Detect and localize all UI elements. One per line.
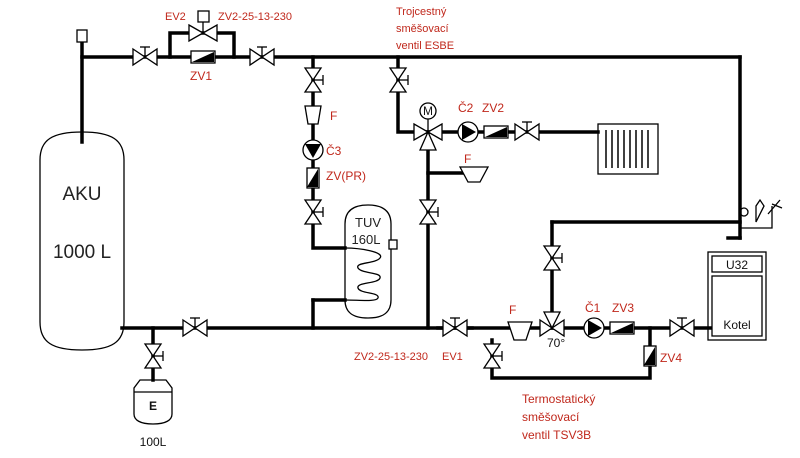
ball-valves-horizontal <box>132 46 695 338</box>
ev2-model-label: ZV2-25-13-230 <box>218 11 292 23</box>
aku-volume: 1000 L <box>53 242 111 263</box>
pump-c1 <box>583 317 605 339</box>
tsv-label-line2: směšovací <box>522 410 580 424</box>
ev1-label: EV1 <box>442 351 463 363</box>
zv-pr-check-valve <box>306 167 320 189</box>
ev2-valve <box>188 10 218 43</box>
c3-label: Č3 <box>326 143 342 158</box>
expansion-volume: 100L <box>140 435 167 449</box>
kotel-code: U32 <box>726 258 748 272</box>
zv3-check-valve <box>609 321 635 335</box>
zv2-label: ZV2 <box>482 101 504 115</box>
tsv-label-line3: ventil TSV3B <box>522 428 591 442</box>
aku-title: AKU <box>62 184 101 205</box>
zv4-label: ZV4 <box>660 351 682 365</box>
tsv-label-line1: Termostatický <box>522 392 595 406</box>
esbe-label-line2: směšovací <box>396 23 449 35</box>
zv3-label: ZV3 <box>612 301 634 315</box>
tuv-title: TUV <box>355 215 381 230</box>
zv1-label: ZV1 <box>190 69 212 83</box>
esbe-label-line1: Trojcestný <box>396 6 447 18</box>
filters <box>304 105 533 341</box>
kotel-name: Kotel <box>723 318 750 332</box>
zv1-check-valve <box>190 50 216 64</box>
pump-c2 <box>457 121 479 143</box>
tsv-thermostatic-valve <box>539 311 565 338</box>
esbe-mixing-valve: M <box>413 102 443 151</box>
ball-valves-vertical <box>143 67 563 369</box>
labels: EV2 ZV2-25-13-230 ZV1 ZV2 ZV3 ZV4 ZV(PR)… <box>165 6 682 442</box>
zv2-check-valve <box>483 125 509 139</box>
aku-tank: AKU 1000 L <box>39 29 125 351</box>
zv4-check-valve <box>643 345 657 367</box>
safety-valve-group <box>739 198 783 229</box>
motor-label: M <box>423 104 433 118</box>
tuv-volume: 160L <box>352 232 381 247</box>
expansion-letter: E <box>149 399 157 413</box>
pumps <box>302 121 605 339</box>
c2-label: Č2 <box>458 100 474 115</box>
pipes <box>80 31 742 382</box>
ev2-label: EV2 <box>165 11 186 23</box>
ev1-model-label: ZV2-25-13-230 <box>354 351 428 363</box>
radiator <box>597 123 659 175</box>
boiler: U32 Kotel <box>707 251 767 341</box>
temp-70-label: 70° <box>547 336 565 350</box>
filter-c1-label: F <box>509 303 516 317</box>
esbe-label-line3: ventil ESBE <box>396 40 454 52</box>
filter-c2-label: F <box>464 152 471 166</box>
c1-label: Č1 <box>585 300 601 315</box>
expansion-vessel: E 100L <box>133 379 173 449</box>
pump-c3 <box>302 139 324 161</box>
zv-pr-label: ZV(PR) <box>326 169 366 183</box>
filter-c3-label: F <box>330 109 337 123</box>
tuv-tank: TUV 160L <box>344 204 398 319</box>
